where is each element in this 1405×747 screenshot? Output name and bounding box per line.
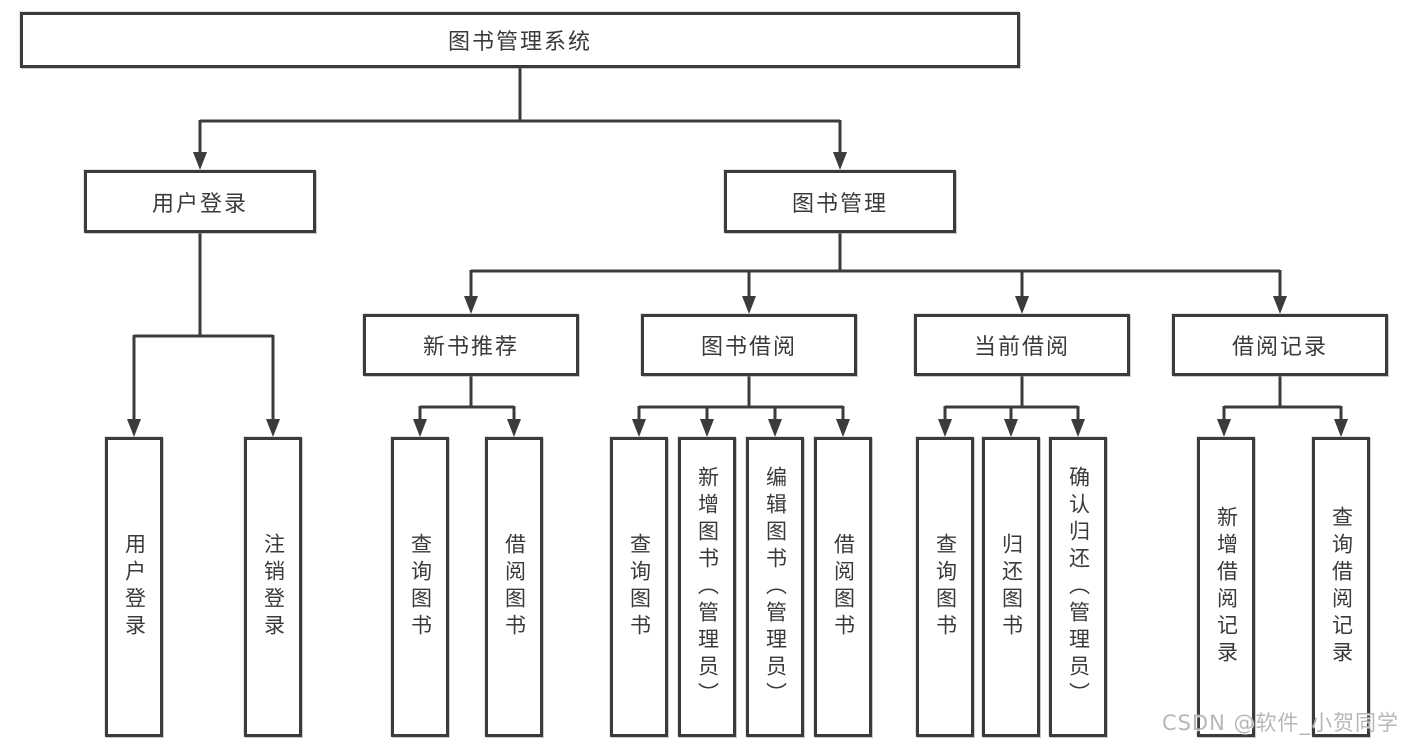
leaf-user-login: 用户登录 bbox=[105, 437, 163, 737]
leaf-user-login-label: 用户登录 bbox=[122, 533, 147, 641]
leaf-borrow-borrow-books-label: 借阅图书 bbox=[831, 533, 856, 641]
leaf-record-query-borrow-record: 查询借阅记录 bbox=[1312, 437, 1370, 737]
leaf-borrow-add-books-admin-label: 新增图书（管理员） bbox=[695, 465, 720, 709]
leaf-current-return-books: 归还图书 bbox=[982, 437, 1040, 737]
node-new-book-recommend: 新书推荐 bbox=[363, 314, 579, 376]
leaf-borrow-edit-books-admin-label: 编辑图书（管理员） bbox=[763, 465, 788, 709]
leaf-newbook-query-books: 查询图书 bbox=[391, 437, 449, 737]
node-book-management: 图书管理 bbox=[724, 170, 956, 233]
leaf-current-query-books-label: 查询图书 bbox=[933, 533, 958, 641]
node-new-book-recommend-label: 新书推荐 bbox=[422, 335, 519, 360]
leaf-borrow-add-books-admin: 新增图书（管理员） bbox=[678, 437, 736, 737]
leaf-current-query-books: 查询图书 bbox=[916, 437, 974, 737]
node-library-management-system-label: 图书管理系统 bbox=[447, 30, 592, 55]
arrowhead-group bbox=[127, 152, 1348, 437]
node-library-management-system: 图书管理系统 bbox=[20, 12, 1020, 68]
node-borrow-record-label: 借阅记录 bbox=[1231, 335, 1328, 360]
leaf-record-add-borrow-record: 新增借阅记录 bbox=[1197, 437, 1255, 737]
leaf-borrow-query-books: 查询图书 bbox=[610, 437, 668, 737]
node-borrow-record: 借阅记录 bbox=[1172, 314, 1388, 376]
node-book-management-label: 图书管理 bbox=[791, 191, 888, 217]
leaf-newbook-borrow-books-label: 借阅图书 bbox=[502, 533, 527, 641]
leaf-current-return-books-label: 归还图书 bbox=[999, 533, 1024, 641]
node-user-login: 用户登录 bbox=[84, 170, 316, 233]
leaf-borrow-borrow-books: 借阅图书 bbox=[814, 437, 872, 737]
leaf-logout: 注销登录 bbox=[244, 437, 302, 737]
leaf-record-query-borrow-record-label: 查询借阅记录 bbox=[1329, 506, 1354, 668]
node-book-borrow: 图书借阅 bbox=[641, 314, 857, 376]
leaf-current-confirm-return-admin-label: 确认归还（管理员） bbox=[1066, 465, 1091, 709]
leaf-record-add-borrow-record-label: 新增借阅记录 bbox=[1214, 506, 1239, 668]
node-book-borrow-label: 图书借阅 bbox=[700, 335, 797, 360]
leaf-newbook-borrow-books: 借阅图书 bbox=[485, 437, 543, 737]
leaf-borrow-query-books-label: 查询图书 bbox=[627, 533, 652, 641]
leaf-current-confirm-return-admin: 确认归还（管理员） bbox=[1049, 437, 1107, 737]
leaf-logout-label: 注销登录 bbox=[261, 533, 286, 641]
leaf-newbook-query-books-label: 查询图书 bbox=[408, 533, 433, 641]
node-current-borrow-label: 当前借阅 bbox=[973, 335, 1070, 360]
leaf-borrow-edit-books-admin: 编辑图书（管理员） bbox=[746, 437, 804, 737]
node-user-login-label: 用户登录 bbox=[151, 191, 248, 217]
node-current-borrow: 当前借阅 bbox=[914, 314, 1130, 376]
